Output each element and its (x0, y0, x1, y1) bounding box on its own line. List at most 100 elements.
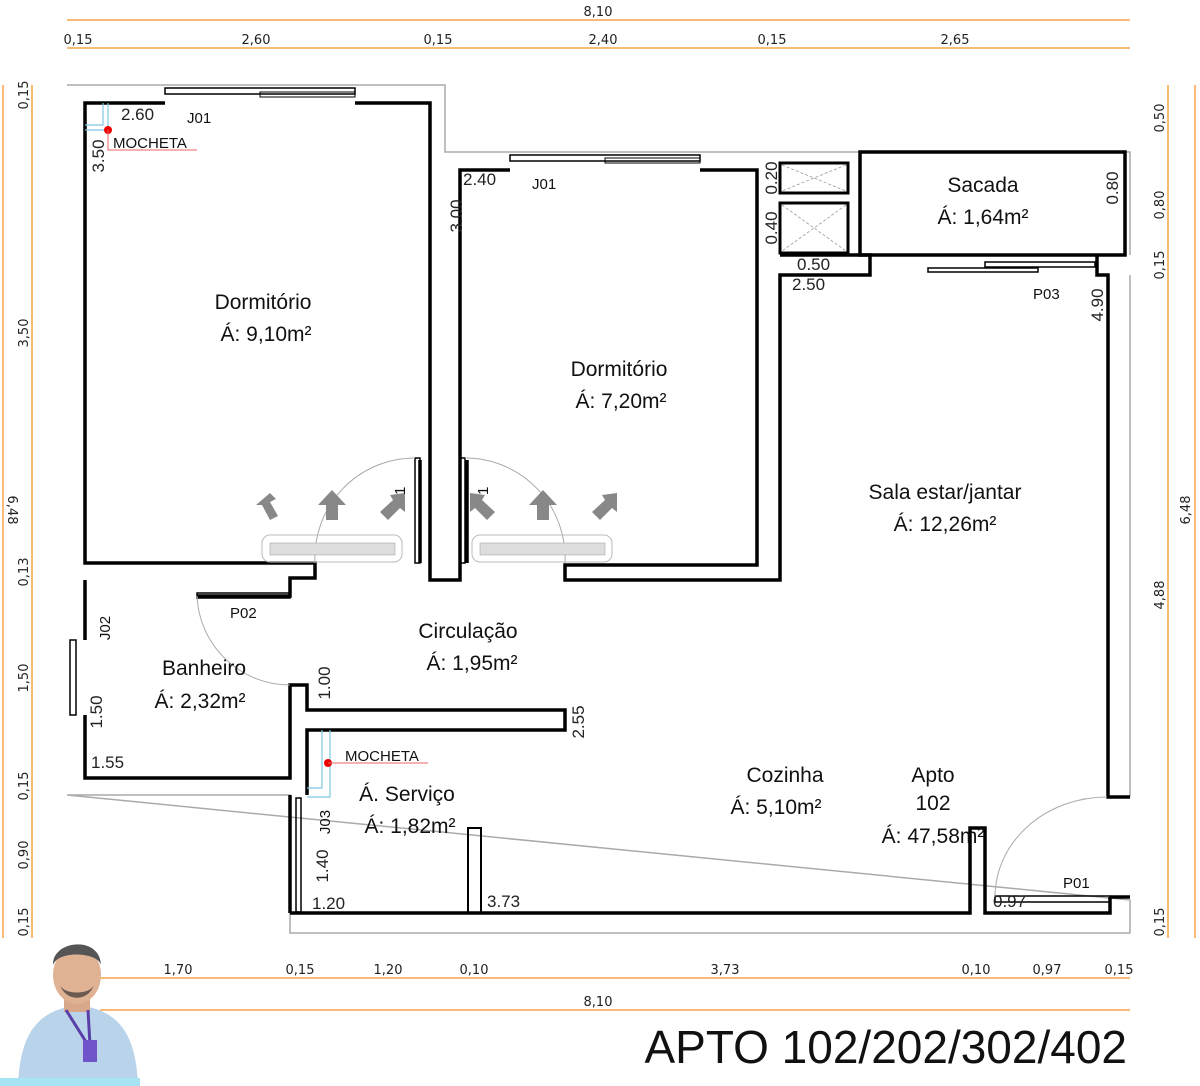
label-j03: J03 (317, 810, 334, 834)
dim-right: 0,80 (1153, 191, 1168, 220)
window-j01b[interactable] (509, 154, 701, 164)
dim-left: 0,13 (17, 558, 32, 587)
room-name: Dormitório (215, 291, 312, 314)
svg-text:MOCHETA: MOCHETA (345, 748, 419, 765)
room-name: Cozinha (746, 764, 823, 787)
label-p02: P02 (230, 605, 257, 622)
mocheta-marker: MOCHETA (307, 730, 428, 798)
apartment-area: Á: 47,58m² (882, 825, 985, 848)
room-name: Á. Serviço (359, 783, 455, 806)
airflow-arrow-icon (380, 493, 405, 520)
dim-top: 2,65 (941, 33, 970, 48)
room-name: Circulação (418, 620, 517, 643)
measure: 2.55 (569, 705, 588, 738)
measure: 3.50 (89, 139, 108, 172)
door-p02[interactable] (196, 592, 291, 686)
measure: 2.40 (463, 170, 496, 189)
apartment-label: Apto (911, 764, 954, 787)
label-p03: P03 (1033, 286, 1060, 303)
dim-left: 0,90 (17, 841, 32, 870)
dim-top: 2,40 (589, 33, 618, 48)
door-dorm1[interactable] (314, 457, 421, 564)
dim-left: 1,50 (17, 664, 32, 693)
dim-left: 3,50 (17, 319, 32, 348)
dimension-lines (2, 19, 1196, 1011)
room-name: Sala estar/jantar (869, 481, 1022, 504)
room-name: Banheiro (162, 657, 246, 680)
measure: 1.50 (87, 695, 106, 728)
airflow-arrow-icon (529, 490, 557, 520)
label-door: 1 (475, 487, 492, 495)
label-j02: J02 (97, 616, 114, 640)
window-j02[interactable] (69, 639, 77, 716)
airflow-arrow-icon (592, 493, 617, 520)
measure: 0.80 (1103, 171, 1122, 204)
window-j01a[interactable] (164, 87, 356, 98)
dim-right: 0,50 (1153, 104, 1168, 133)
room-area: Á: 1,95m² (426, 652, 517, 675)
measure: 4.90 (1088, 288, 1107, 321)
dim-bottom: 0,10 (460, 963, 489, 978)
agent-photo (0, 944, 140, 1086)
dim-bottom: 0,15 (286, 963, 315, 978)
dim-bottom: 3,73 (711, 963, 740, 978)
air-conditioner-dorm2 (470, 490, 617, 563)
label-j01: J01 (532, 176, 556, 193)
room-area: Á: 2,32m² (154, 690, 245, 713)
room-area: Á: 1,64m² (937, 206, 1028, 229)
door-dorm2[interactable] (459, 457, 566, 564)
svg-text:MOCHETA: MOCHETA (113, 135, 187, 152)
dim-left: 0,15 (17, 908, 32, 937)
dim-bottom-total: 8,10 (584, 995, 613, 1010)
measure: 2.50 (792, 275, 825, 294)
dim-bottom: 0,10 (962, 963, 991, 978)
dim-right: 0,15 (1153, 908, 1168, 937)
measure: 3.73 (487, 892, 520, 911)
measure: 2.60 (121, 105, 154, 124)
airflow-arrow-icon (318, 490, 346, 520)
dim-top: 2,60 (242, 33, 271, 48)
dim-left-total: 6,48 (4, 496, 19, 525)
dim-bottom: 0,15 (1105, 963, 1134, 978)
dim-left: 0,15 (17, 772, 32, 801)
plan-title: APTO 102/202/302/402 (644, 1021, 1127, 1073)
dim-top: 0,15 (424, 33, 453, 48)
apartment-number: 102 (915, 792, 950, 815)
room-name: Sacada (947, 174, 1019, 197)
label-p01: P01 (1063, 875, 1090, 892)
measure: 1.00 (315, 666, 334, 699)
dim-top-total: 8,10 (584, 5, 613, 20)
mocheta-marker: MOCHETA (85, 103, 197, 152)
dim-top: 0,15 (758, 33, 787, 48)
measure: 0.20 (762, 161, 781, 194)
room-area: Á: 7,20m² (575, 390, 666, 413)
measure: 0.50 (797, 255, 830, 274)
measure: 1.55 (91, 753, 124, 772)
sliding-door-p03[interactable] (927, 261, 1096, 273)
label-j01: J01 (187, 110, 211, 127)
dim-bottom: 0,97 (1033, 963, 1062, 978)
measure: 3.00 (447, 199, 466, 232)
room-area: Á: 12,26m² (894, 513, 997, 536)
air-conditioner-dorm1 (256, 490, 405, 563)
dim-top: 0,15 (64, 33, 93, 48)
label-door: 1 (392, 487, 409, 495)
measure: 0.40 (762, 211, 781, 244)
dim-right: 4,88 (1153, 581, 1168, 610)
dim-right-total: 6,48 (1179, 496, 1194, 525)
room-area: Á: 5,10m² (730, 796, 821, 819)
room-name: Dormitório (571, 358, 668, 381)
window-j03[interactable] (295, 797, 302, 913)
measure: 1.40 (313, 849, 332, 882)
airflow-arrow-icon (256, 493, 278, 520)
airflow-arrow-icon (470, 493, 495, 520)
dim-bottom: 1,70 (164, 963, 193, 978)
door-p01[interactable] (994, 796, 1111, 903)
room-area: Á: 9,10m² (220, 323, 311, 346)
measure: 0.97 (993, 892, 1026, 911)
dim-right: 0,15 (1153, 251, 1168, 280)
dim-left: 0,15 (17, 81, 32, 110)
measure: 1.20 (312, 894, 345, 913)
dim-bottom: 1,20 (374, 963, 403, 978)
